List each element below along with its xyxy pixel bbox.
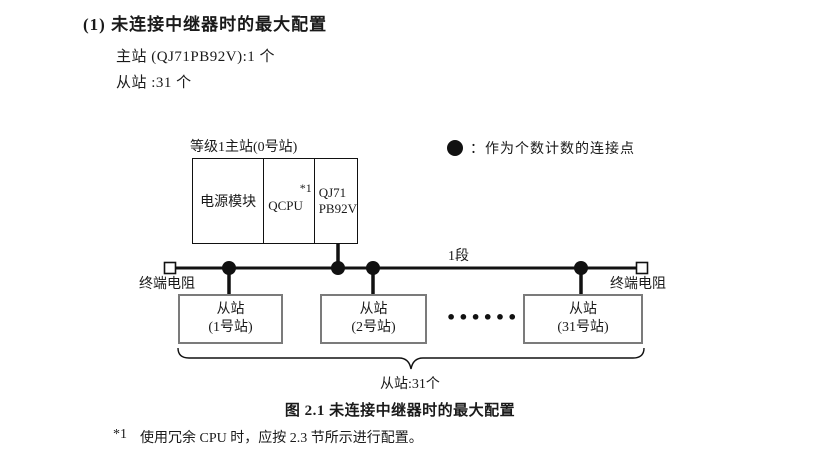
legend-text: ：作为个数计数的连接点 (470, 142, 635, 157)
connection-dot (222, 261, 236, 275)
omitted-stations-ellipsis: •••••• (446, 308, 520, 327)
legend: ：作为个数计数的连接点 (447, 138, 635, 158)
terminating-resistor-square-left (163, 261, 177, 275)
slave-group-brace (177, 347, 645, 370)
segment-label: 1段 (448, 249, 469, 264)
connection-dot-icon (447, 140, 463, 156)
slave-box-line2: (1号站) (208, 320, 253, 335)
cpu-module-label: QCPU (268, 198, 303, 213)
cpu-footnote-ref: *1 (299, 181, 312, 195)
footnote-marker: *1 (113, 427, 127, 442)
terminating-resistor-square-right (635, 261, 649, 275)
connection-dot (331, 261, 345, 275)
section-heading: (1) 未连接中继器时的最大配置 (83, 15, 328, 34)
connection-dot (366, 261, 380, 275)
network-module-line1: QJ71 (318, 185, 347, 200)
slave-box-line1: 从站 (216, 302, 245, 317)
terminating-resistor-label-left: 终端电阻 (139, 277, 195, 292)
footnote-text: 使用冗余 CPU 时，应按 2.3 节所示进行配置。 (140, 431, 423, 446)
master-station-label: 等级1主站(0号站) (190, 140, 298, 155)
slave-station-box-1: 从站 (1号站) (178, 294, 283, 344)
slave-group-count-label: 从站:31个 (380, 377, 440, 392)
figure-caption: 图 2.1 未连接中继器时的最大配置 (284, 403, 516, 419)
slave-count-line: 从站 :31 个 (116, 75, 192, 91)
slave-station-box-31: 从站 (31号站) (523, 294, 643, 344)
slave-station-box-2: 从站 (2号站) (320, 294, 427, 344)
network-module-cell: QJ71 PB92V (313, 159, 357, 243)
slave-box-line2: (2号站) (351, 320, 396, 335)
footnote: *1 使用冗余 CPU 时，应按 2.3 节所示进行配置。 (113, 427, 423, 447)
terminating-resistor-label-right: 终端电阻 (610, 277, 666, 292)
network-module-line2: PB92V (318, 201, 357, 216)
cpu-module-cell: *1 QCPU (263, 159, 313, 243)
connection-dot (574, 261, 588, 275)
slave-box-line1: 从站 (359, 302, 388, 317)
slave-box-line2: (31号站) (557, 320, 609, 335)
slave-box-line1: 从站 (569, 302, 597, 317)
master-count-line: 主站 (QJ71PB92V):1 个 (116, 49, 276, 65)
power-supply-module-cell: 电源模块 (200, 195, 257, 210)
master-station-box: 电源模块 *1 QCPU QJ71 PB92V (192, 158, 358, 244)
